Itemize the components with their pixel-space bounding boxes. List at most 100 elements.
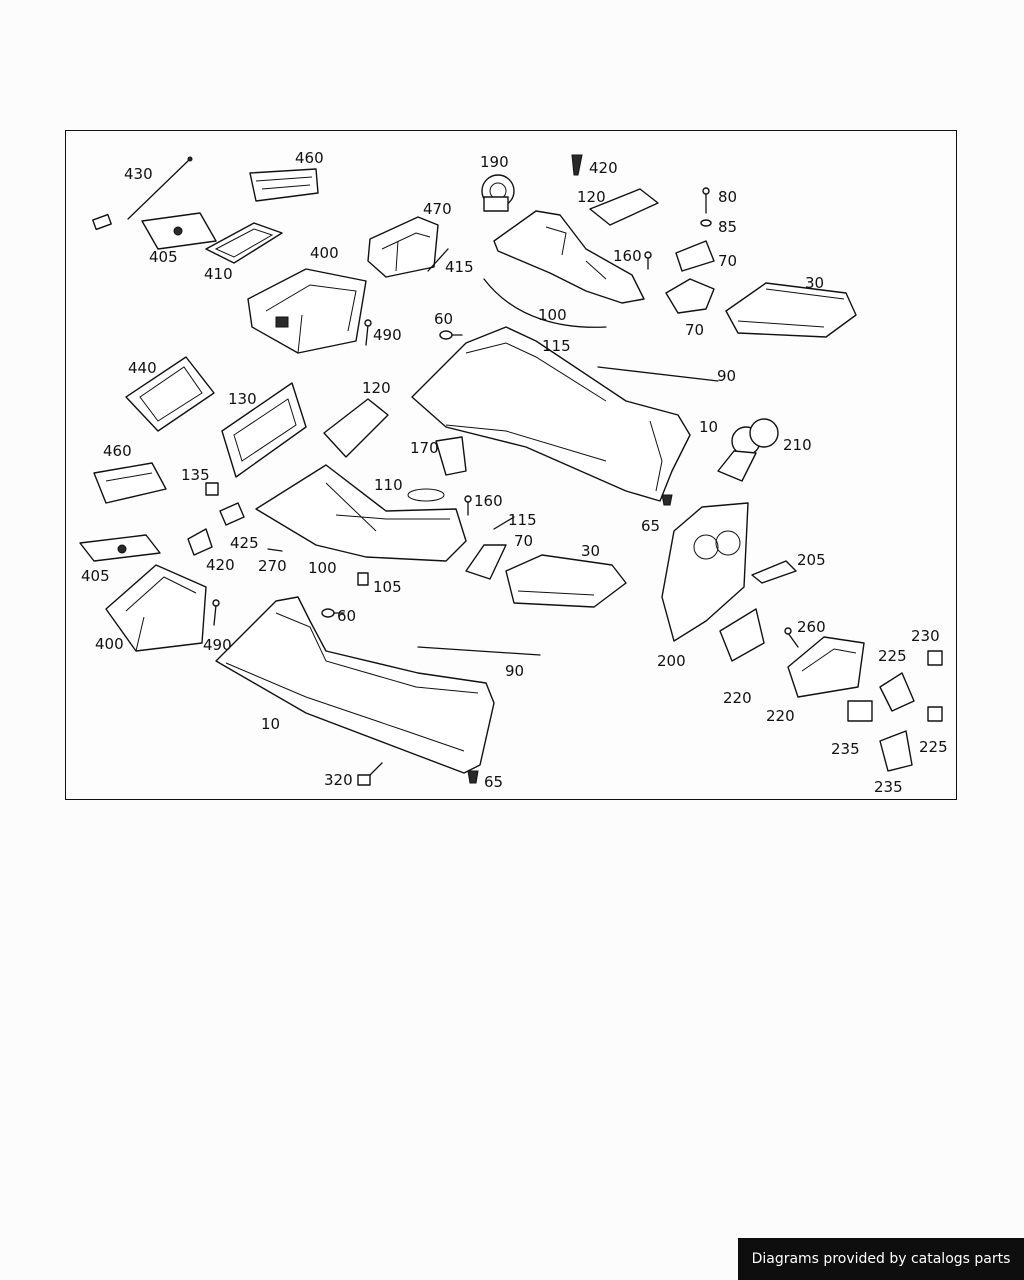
part-panel-130 — [221, 382, 307, 478]
callout-220-b: 220 — [766, 707, 795, 725]
part-box-400-mid — [105, 564, 207, 652]
part-cable-115-top — [483, 278, 607, 328]
callout-160-mid: 160 — [474, 492, 503, 510]
part-ring-110 — [407, 488, 445, 502]
callout-120-top: 120 — [577, 188, 606, 206]
part-rod-90-top — [597, 366, 719, 382]
part-plug-60-top — [439, 330, 463, 340]
callout-405-top: 405 — [149, 248, 178, 266]
callout-405-mid: 405 — [81, 567, 110, 585]
part-lid-30-mid — [505, 554, 627, 608]
part-cable-430 — [92, 156, 193, 231]
part-box-400-top — [247, 268, 367, 354]
callout-490-top: 490 — [373, 326, 402, 344]
callout-430: 430 — [124, 165, 153, 183]
part-clip-170 — [435, 436, 467, 476]
footer-banner: Diagrams provided by catalogs parts — [738, 1238, 1024, 1280]
callout-235-a: 235 — [831, 740, 860, 758]
part-nut-65-mid — [467, 770, 479, 784]
part-trim-100-top — [493, 210, 645, 304]
part-switch-230 — [927, 650, 943, 666]
callout-415: 415 — [445, 258, 474, 276]
callout-10-mid: 10 — [261, 715, 280, 733]
callout-160-top: 160 — [613, 247, 642, 265]
part-module-460-top — [249, 168, 319, 202]
callout-115-top: 115 — [542, 337, 571, 355]
part-plug-60-mid — [321, 608, 345, 618]
callout-100-mid: 100 — [308, 559, 337, 577]
part-cover-120-mid — [323, 398, 389, 458]
part-blank-235-b — [879, 730, 913, 772]
part-clip-415 — [427, 248, 449, 272]
part-panel-200 — [661, 502, 749, 642]
callout-260: 260 — [797, 618, 826, 636]
callout-110: 110 — [374, 476, 403, 494]
callout-400-mid: 400 — [95, 635, 124, 653]
callout-200: 200 — [657, 652, 686, 670]
part-switch-225-b — [927, 706, 943, 722]
exploded-parts-diagram: 430 460 405 410 400 470 415 490 190 420 … — [79, 149, 948, 796]
callout-440: 440 — [128, 359, 157, 377]
callout-170: 170 — [410, 439, 439, 457]
callout-425: 425 — [230, 534, 259, 552]
callout-225-a: 225 — [878, 647, 907, 665]
part-cover-120-top — [589, 188, 659, 226]
callout-410: 410 — [204, 265, 233, 283]
part-switch-135 — [205, 482, 219, 496]
part-console-10-top — [411, 326, 691, 502]
part-module-425 — [219, 502, 245, 526]
callout-400-top: 400 — [310, 244, 339, 262]
part-blank-235-a — [847, 700, 873, 722]
part-screw-260 — [784, 627, 799, 648]
callout-90-mid: 90 — [505, 662, 524, 680]
footer-text: Diagrams provided by catalogs parts — [751, 1251, 1011, 1267]
part-box-460-mid — [93, 462, 167, 504]
callout-235-b: 235 — [874, 778, 903, 796]
part-bolt-490-mid — [212, 599, 220, 626]
callout-65-mid: 65 — [484, 773, 503, 791]
part-bracket-70-c — [465, 544, 507, 580]
part-mat-405-top — [141, 212, 217, 250]
part-bezel-220-b — [787, 636, 865, 698]
part-pin-270 — [267, 548, 283, 552]
part-nut-65-top — [661, 494, 673, 506]
callout-90-top: 90 — [717, 367, 736, 385]
callout-210: 210 — [783, 436, 812, 454]
callout-65-top: 65 — [641, 517, 660, 535]
callout-115-mid: 115 — [508, 511, 537, 529]
part-cable-115-mid — [493, 516, 515, 530]
callout-420-top: 420 — [589, 159, 618, 177]
callout-130: 130 — [228, 390, 257, 408]
part-bolt-80 — [702, 187, 710, 214]
callout-60-mid: 60 — [337, 607, 356, 625]
part-switch-420-mid — [187, 528, 213, 556]
callout-190: 190 — [480, 153, 509, 171]
callout-320: 320 — [324, 771, 353, 789]
parts-diagram-frame: 430 460 405 410 400 470 415 490 190 420 … — [65, 130, 957, 800]
callout-420-mid: 420 — [206, 556, 235, 574]
callout-85: 85 — [718, 218, 737, 236]
callout-205: 205 — [797, 551, 826, 569]
part-vent-210 — [717, 418, 779, 482]
part-console-10-mid — [215, 596, 495, 774]
callout-70-b: 70 — [685, 321, 704, 339]
part-bolt-490-top — [364, 319, 372, 346]
part-screw-160-mid — [464, 495, 472, 516]
callout-220-a: 220 — [723, 689, 752, 707]
part-unit-190 — [481, 174, 515, 212]
callout-70-c: 70 — [514, 532, 533, 550]
part-tray-470 — [367, 216, 439, 278]
callout-labels: 430 460 405 410 400 470 415 490 190 420 … — [81, 149, 948, 796]
callout-80: 80 — [718, 188, 737, 206]
part-bracket-70-b — [665, 278, 715, 314]
part-frame-410 — [205, 222, 283, 264]
part-bracket-70-a — [675, 240, 715, 272]
callout-120-mid: 120 — [362, 379, 391, 397]
callout-460-top: 460 — [295, 149, 324, 167]
part-bezel-220-a — [719, 608, 765, 662]
callout-270: 270 — [258, 557, 287, 575]
part-washer-85 — [700, 219, 712, 227]
callout-105: 105 — [373, 578, 402, 596]
callout-490-mid: 490 — [203, 636, 232, 654]
callout-230: 230 — [911, 627, 940, 645]
